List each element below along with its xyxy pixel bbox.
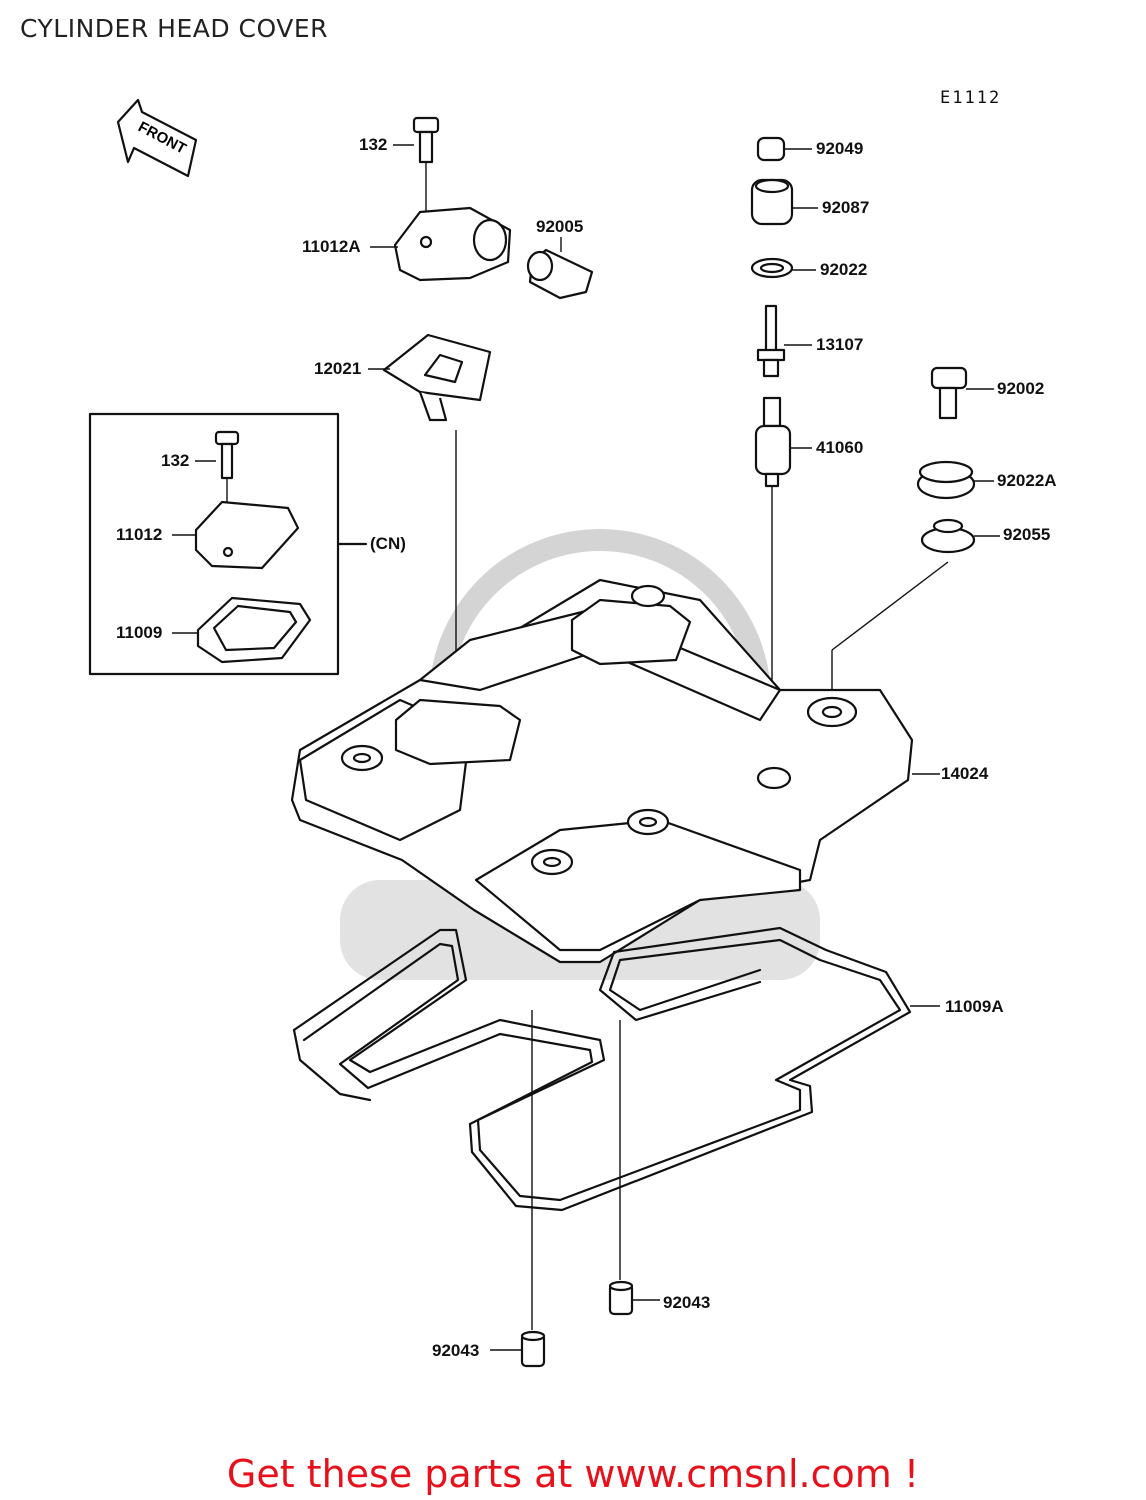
- part-label-11012[interactable]: 11012: [116, 525, 163, 544]
- cylinder-head-cover-14024: [290, 578, 940, 964]
- shaft-13107: [756, 304, 786, 378]
- part-label-cn: (CN): [370, 534, 406, 553]
- front-arrow-icon: FRONT: [116, 98, 198, 178]
- promo-link[interactable]: Get these parts at www.cmsnl.com !: [226, 1452, 920, 1496]
- part-label-11009[interactable]: 11009: [116, 623, 163, 642]
- part-label-92002[interactable]: 92002: [997, 379, 1045, 398]
- part-label-92055[interactable]: 92055: [1003, 525, 1051, 544]
- diagram-code: E1112: [940, 88, 1002, 108]
- fitting-92087: [750, 178, 794, 226]
- part-label-92087[interactable]: 92087: [822, 198, 870, 217]
- dowel-92043-right: [608, 1280, 634, 1316]
- bolt-132-top: [412, 116, 440, 235]
- part-label-92043-right[interactable]: 92043: [663, 1293, 711, 1312]
- page-title: CYLINDER HEAD COVER: [20, 14, 329, 43]
- part-label-92049[interactable]: 92049: [816, 139, 864, 158]
- grommet-92055: [831, 518, 976, 700]
- dowel-92043-left: [520, 1330, 546, 1368]
- part-label-132-inset[interactable]: 132: [161, 451, 190, 470]
- breather-cover-11012a: [393, 206, 512, 282]
- cn-inset-box: [88, 412, 368, 676]
- part-label-11009a[interactable]: 11009A: [945, 997, 1004, 1016]
- part-label-11012a[interactable]: 11012A: [302, 237, 361, 256]
- cap-92005: [526, 248, 594, 300]
- washer-92022: [750, 257, 794, 279]
- seal-92022a: [916, 460, 976, 500]
- part-label-41060[interactable]: 41060: [816, 438, 864, 457]
- part-label-92022a[interactable]: 92022A: [997, 471, 1057, 490]
- plug-92049: [756, 136, 786, 162]
- bolt-92002: [930, 366, 968, 420]
- part-label-132-top[interactable]: 132: [359, 135, 388, 154]
- leader-lines: [172, 144, 1000, 1351]
- part-label-92005[interactable]: 92005: [536, 217, 584, 236]
- part-label-12021[interactable]: 12021: [314, 359, 362, 378]
- part-label-13107[interactable]: 13107: [816, 335, 864, 354]
- part-label-92043-left[interactable]: 92043: [432, 1341, 480, 1360]
- part-label-14024[interactable]: 14024: [941, 764, 989, 783]
- plate-12021: [382, 333, 492, 740]
- gasket-11009a: [292, 926, 940, 1330]
- part-label-92022[interactable]: 92022: [820, 260, 868, 279]
